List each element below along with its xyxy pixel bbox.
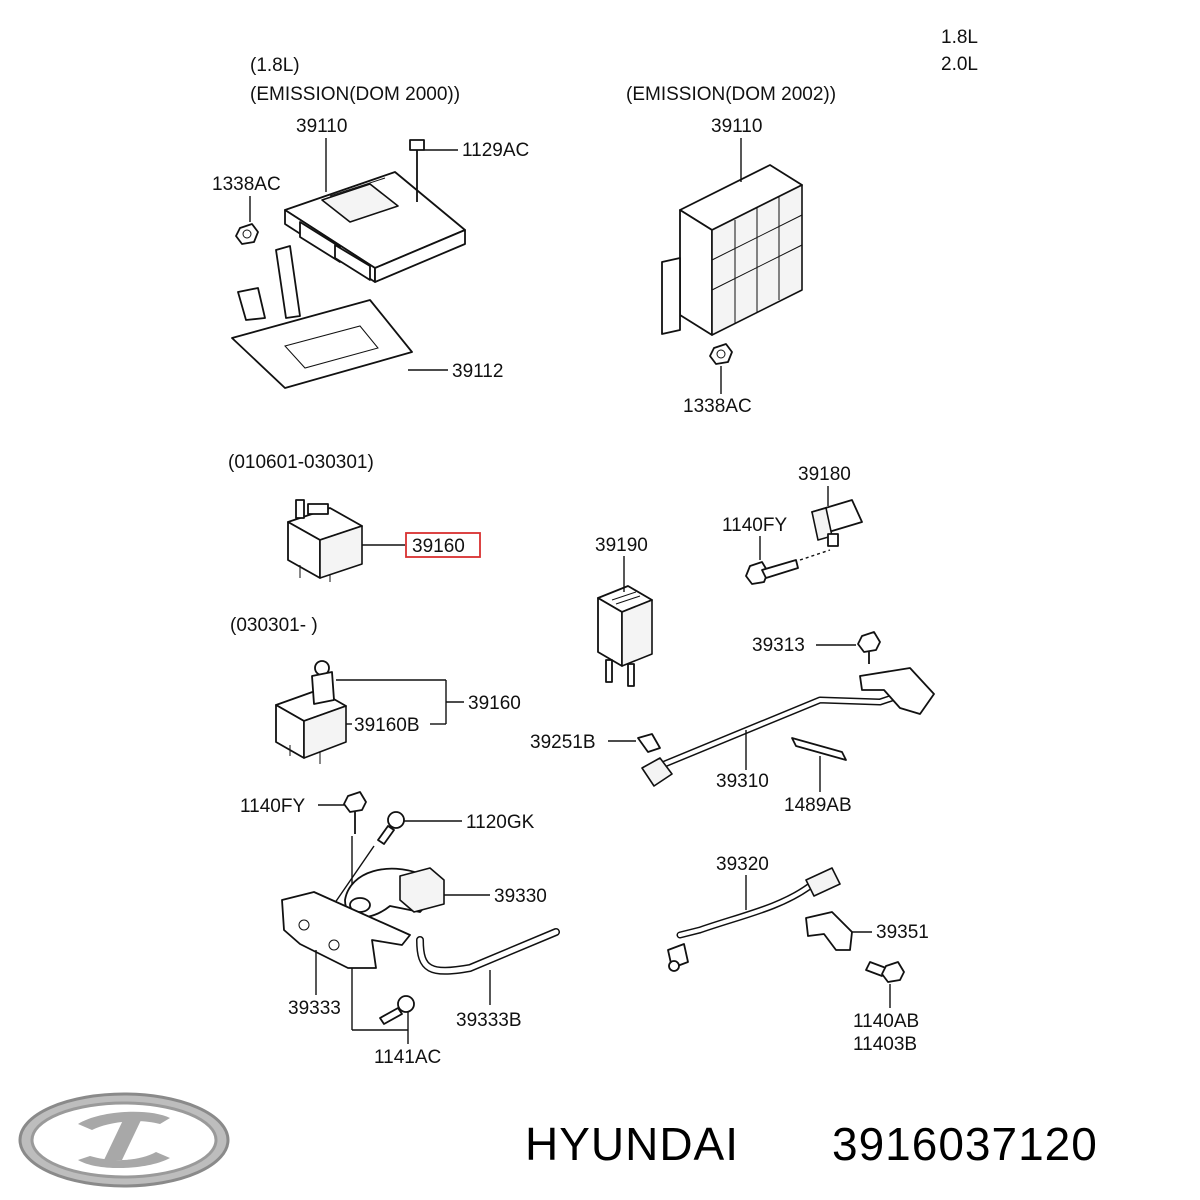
label-39310[interactable]: 39310: [716, 771, 769, 792]
date-range-1: (010601-030301): [228, 452, 374, 473]
engine-label-top: 1.8L: [941, 27, 978, 48]
variant-label: (1.8L): [250, 55, 300, 76]
ecu-module-2002[interactable]: [661, 164, 803, 336]
map-sensor-39330[interactable]: [344, 867, 445, 919]
label-1120GK[interactable]: 1120GK: [466, 812, 535, 833]
label-39351[interactable]: 39351: [876, 922, 929, 943]
bracket-39351[interactable]: [805, 911, 853, 951]
label-39160[interactable]: 39160: [468, 693, 521, 714]
date-range-2: (030301- ): [230, 615, 318, 636]
sensor-39180[interactable]: [811, 499, 863, 547]
bolt-1129AC[interactable]: [409, 139, 425, 202]
leader-1140FY-a-dash: [799, 549, 831, 561]
label-1140AB[interactable]: 1140AB: [853, 1011, 919, 1032]
bolt-39313[interactable]: [857, 631, 881, 664]
bracket-39112[interactable]: [231, 245, 413, 389]
label-39110-b[interactable]: 39110: [711, 116, 762, 137]
nut-1338AC-a[interactable]: [235, 223, 259, 245]
label-1338AC-b[interactable]: 1338AC: [683, 396, 752, 417]
clip-39251B[interactable]: [637, 733, 661, 753]
label-1140FY-b[interactable]: 1140FY: [240, 796, 305, 817]
harness-39310[interactable]: [641, 667, 935, 787]
label-39251B[interactable]: 39251B: [530, 732, 596, 753]
oxygen-sensor-39320[interactable]: [667, 867, 841, 972]
ecu-module-2000[interactable]: [284, 171, 466, 283]
label-39190[interactable]: 39190: [595, 535, 648, 556]
relay-39160-old[interactable]: [287, 499, 363, 582]
emission-2000-label: (EMISSION(DOM 2000)): [250, 84, 460, 105]
label-1129AC[interactable]: 1129AC: [462, 140, 529, 161]
leader-1120GK-diag: [329, 845, 375, 911]
label-39320[interactable]: 39320: [716, 854, 769, 875]
bracket-39333[interactable]: [281, 891, 411, 969]
label-39333B[interactable]: 39333B: [456, 1010, 522, 1031]
label-1489AB[interactable]: 1489AB: [784, 795, 852, 816]
label-39180[interactable]: 39180: [798, 464, 851, 485]
label-1140FY-a[interactable]: 1140FY: [722, 515, 787, 536]
label-1338AC-a[interactable]: 1338AC: [212, 174, 281, 195]
emission-2002-label: (EMISSION(DOM 2002)): [626, 84, 836, 105]
label-39160-highlight[interactable]: 39160: [412, 536, 465, 557]
engine-label-bottom: 2.0L: [941, 54, 978, 75]
bolt-1141AC[interactable]: [379, 995, 415, 1025]
label-11403B[interactable]: 11403B: [853, 1034, 917, 1055]
label-39330[interactable]: 39330: [494, 886, 547, 907]
label-39160B[interactable]: 39160B: [354, 715, 420, 736]
part-number: 3916037120: [832, 1118, 1098, 1170]
hyundai-logo: [18, 1092, 230, 1188]
label-1141AC[interactable]: 1141AC: [374, 1047, 441, 1068]
relay-39160-new[interactable]: [275, 660, 347, 764]
bolt-1140FY-b[interactable]: [343, 791, 367, 834]
bolt-1140AB[interactable]: [865, 961, 905, 983]
nut-1338AC-b[interactable]: [709, 343, 733, 365]
bracket-1489AB[interactable]: [791, 737, 847, 761]
label-39313[interactable]: 39313: [752, 635, 805, 656]
bolt-1140FY-a[interactable]: [745, 559, 799, 585]
relay-39190[interactable]: [597, 585, 653, 687]
brand-name: HYUNDAI: [525, 1118, 739, 1170]
hose-39333B[interactable]: [416, 928, 560, 975]
label-39110-a[interactable]: 39110: [296, 116, 347, 137]
highlight-box-39160: [405, 532, 481, 558]
label-39112[interactable]: 39112: [452, 361, 503, 382]
bolt-1120GK[interactable]: [377, 811, 405, 845]
label-39333[interactable]: 39333: [288, 998, 341, 1019]
